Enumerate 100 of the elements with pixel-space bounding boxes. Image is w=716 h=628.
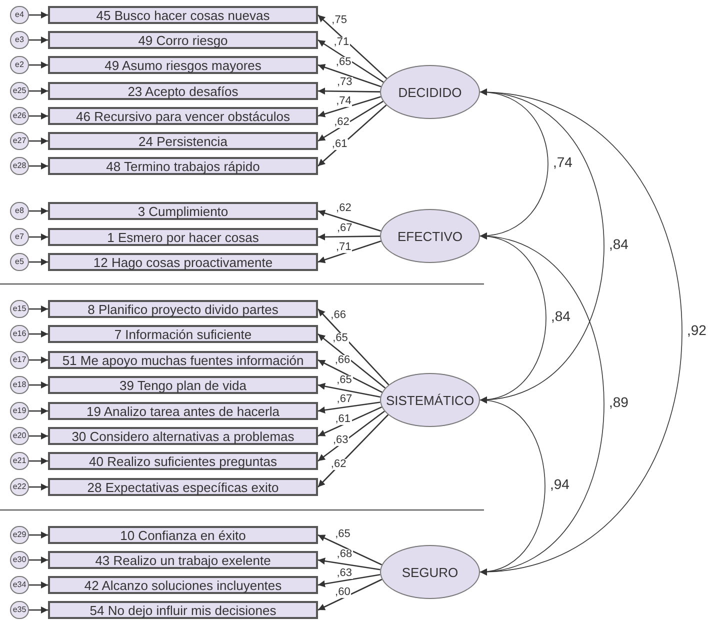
- item-box: 10 Confianza en éxito: [48, 526, 318, 544]
- arrow: [318, 334, 386, 389]
- arrow: [29, 382, 48, 388]
- arrow: [29, 258, 48, 266]
- arrow: [29, 12, 48, 18]
- arrow: [29, 62, 48, 68]
- item-box: 46 Recursivo para vencer obstáculos: [48, 107, 318, 125]
- arrow: [318, 402, 380, 414]
- factor-ellipse: SISTEMÁTICO: [380, 373, 480, 427]
- arrow: [29, 162, 48, 170]
- factor-ellipse: DECIDIDO: [380, 65, 480, 119]
- arrow: [29, 234, 48, 240]
- item-box: 1 Esmero por hacer cosas: [48, 228, 318, 246]
- arrow: [29, 432, 48, 440]
- factor-ellipse: EFECTIVO: [380, 209, 480, 263]
- arrow: [318, 233, 380, 240]
- edge-label: ,74: [335, 96, 352, 108]
- edge-label: ,73: [336, 77, 354, 88]
- arrow: [318, 414, 389, 488]
- arrow: [318, 104, 387, 166]
- edge-label: ,62: [330, 458, 348, 470]
- edge-label: ,84: [608, 237, 630, 251]
- edge-label: ,62: [335, 203, 352, 214]
- arrow: [318, 14, 388, 79]
- arrow: [318, 96, 381, 118]
- edge-label: ,65: [332, 332, 349, 344]
- item-box: 19 Analizo tarea antes de hacerla: [48, 402, 318, 420]
- factor-ellipse: SEGURO: [380, 545, 480, 599]
- edge-label: ,60: [334, 587, 352, 598]
- arrow: [29, 606, 48, 614]
- edge-label: ,66: [330, 310, 347, 321]
- arrow: [318, 382, 380, 398]
- item-box: 51 Me apoyo muchas fuentes información: [48, 351, 318, 369]
- item-box: 30 Considero alternativas a problemas: [48, 427, 318, 445]
- arrow: [29, 408, 48, 414]
- edge-label: ,94: [549, 477, 570, 491]
- arrow: [318, 39, 384, 83]
- arrow: [318, 410, 385, 462]
- item-box: 28 Expectativas específicas exito: [48, 478, 318, 496]
- item-box: 45 Busco hacer cosas nuevas: [48, 6, 318, 24]
- edge-label: ,63: [332, 435, 350, 446]
- edge-label: ,92: [686, 323, 708, 337]
- edge-label: ,62: [333, 116, 350, 128]
- arrow: [29, 36, 48, 44]
- edge-label: ,61: [330, 138, 348, 150]
- item-box: 24 Persistencia: [48, 132, 318, 150]
- edge-label: ,67: [336, 222, 354, 234]
- edge-label: ,74: [552, 155, 574, 169]
- covariance-arrow: [480, 234, 604, 574]
- edge-label: ,71: [334, 242, 352, 253]
- arrow: [318, 406, 382, 437]
- edge-label: ,61: [334, 414, 352, 425]
- arrow: [318, 578, 382, 611]
- item-box: 8 Planifico proyecto divido partes: [48, 300, 318, 318]
- arrow: [29, 306, 48, 312]
- arrow: [318, 210, 382, 232]
- arrow: [29, 88, 48, 94]
- arrow: [29, 138, 48, 144]
- edge-label: ,89: [608, 395, 630, 409]
- edge-label: ,68: [336, 549, 354, 560]
- arrow: [29, 458, 48, 464]
- item-box: 49 Corro riesgo: [48, 31, 318, 49]
- item-box: 23 Acepto desafíos: [48, 82, 318, 100]
- item-box: 43 Realizo un trabajo exelente: [48, 551, 318, 569]
- arrow: [318, 574, 380, 588]
- arrow: [29, 112, 48, 120]
- item-box: 39 Tengo plan de vida: [48, 376, 318, 394]
- item-box: 42 Alcanzo soluciones incluyentes: [48, 576, 318, 594]
- item-box: 40 Realizo suficientes preguntas: [48, 452, 318, 470]
- edge-label: ,71: [332, 36, 350, 48]
- arrow: [29, 556, 48, 564]
- item-box: 48 Termino trabajos rápido: [48, 157, 318, 175]
- edge-label: ,75: [330, 14, 348, 26]
- item-box: 7 Información suficiente: [48, 325, 318, 343]
- arrow: [29, 330, 48, 338]
- item-box: 12 Hago cosas proactivamente: [48, 253, 318, 271]
- arrow: [318, 308, 390, 386]
- edge-label: ,67: [336, 394, 354, 406]
- covariance-arrow: [480, 398, 546, 574]
- item-box: 54 No dejo influir mis decisiones: [48, 601, 318, 619]
- edge-label: ,65: [336, 374, 353, 386]
- arrow: [318, 359, 382, 393]
- arrow: [29, 582, 48, 588]
- arrow: [318, 64, 382, 88]
- arrow: [29, 532, 48, 538]
- edge-label: ,65: [334, 529, 352, 540]
- arrow: [318, 240, 382, 264]
- edge-label: ,65: [334, 57, 352, 68]
- edge-label: ,84: [550, 309, 572, 323]
- item-box: 49 Asumo riesgos mayores: [48, 56, 318, 74]
- arrow: [318, 534, 382, 566]
- arrow: [29, 356, 48, 364]
- item-box: 3 Cumplimiento: [48, 202, 318, 220]
- arrow: [318, 558, 380, 570]
- edge-label: ,63: [336, 568, 354, 579]
- arrow: [318, 100, 384, 142]
- arrow: [29, 208, 48, 214]
- arrow: [318, 88, 380, 95]
- edge-label: ,66: [334, 354, 352, 366]
- arrow: [29, 484, 48, 490]
